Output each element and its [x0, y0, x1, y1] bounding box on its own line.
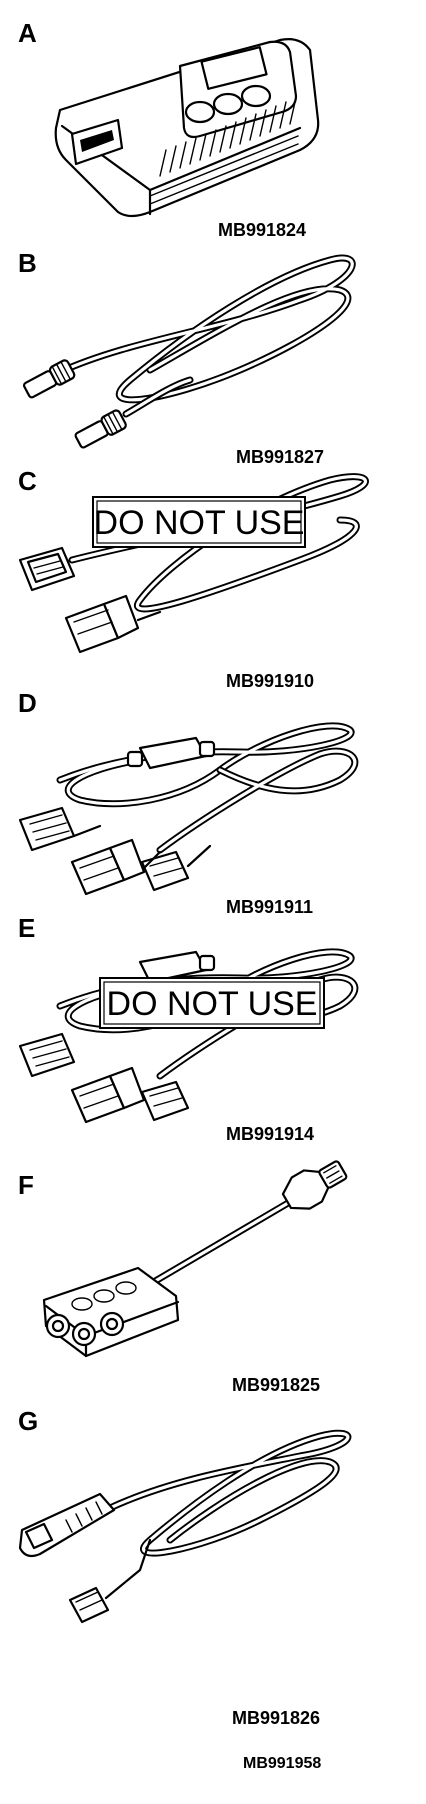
- panel-a: A MB9918: [18, 18, 320, 240]
- panel-f: F MB991825: [18, 1160, 348, 1395]
- panel-b: B MB991827: [18, 248, 356, 467]
- panel-c: C DO NOT USE MB991910: [18, 466, 369, 691]
- warning-label: DO NOT USE: [94, 504, 305, 542]
- harness-d-illustration: [18, 722, 359, 896]
- panel-letter: E: [18, 913, 35, 943]
- part-number: MB991911: [226, 897, 313, 917]
- panel-letter: D: [18, 688, 37, 718]
- panel-g: G MB991826: [18, 1406, 352, 1728]
- warning-box: DO NOT USE: [92, 496, 306, 548]
- warning-label: DO NOT USE: [107, 985, 318, 1023]
- adapter-illustration: [42, 1160, 348, 1358]
- panel-letter: A: [18, 18, 37, 48]
- panel-d: D MB991911: [18, 688, 359, 917]
- part-number: MB991827: [236, 447, 324, 467]
- figure-code: MB991958: [243, 1755, 321, 1772]
- panel-letter: G: [18, 1406, 38, 1436]
- panel-letter: F: [18, 1170, 34, 1200]
- warning-box: DO NOT USE: [99, 977, 325, 1029]
- panel-letter: C: [18, 466, 37, 496]
- part-number: MB991910: [226, 671, 314, 691]
- part-number: MB991824: [218, 220, 306, 240]
- part-number: MB991825: [232, 1375, 320, 1395]
- probe-cable-illustration: [18, 1429, 352, 1624]
- usb-cable-illustration: [23, 254, 356, 449]
- vci-device-illustration: [54, 38, 320, 218]
- panel-letter: B: [18, 248, 37, 278]
- part-number: MB991826: [232, 1708, 320, 1728]
- part-number: MB991914: [226, 1124, 314, 1144]
- panel-e: E DO NOT USE MB991914: [18, 913, 359, 1144]
- harness-e-illustration: [18, 948, 359, 1124]
